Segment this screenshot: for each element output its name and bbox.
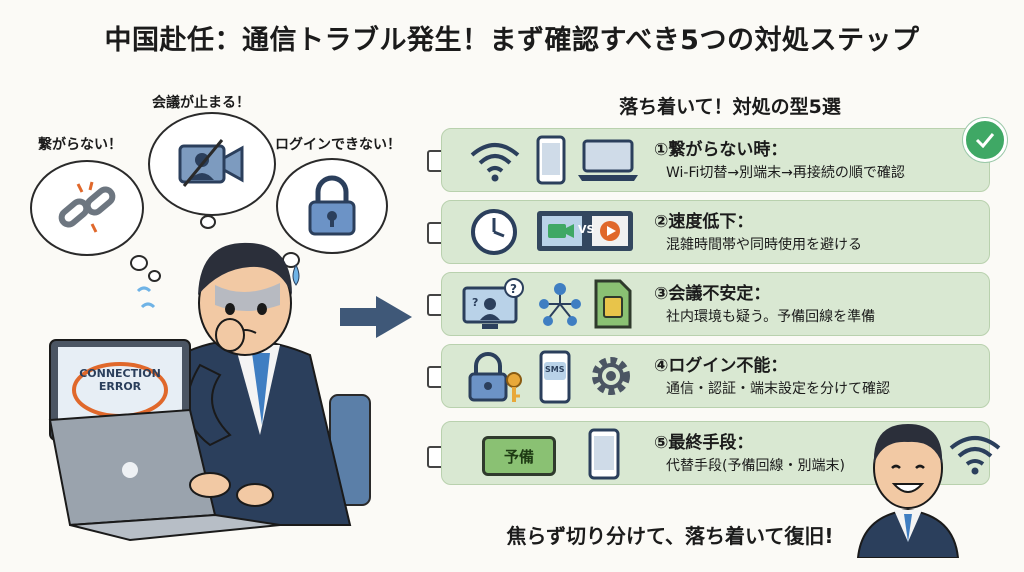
step-row-4: SMS ④ログイン不能： 通信・認証・端末設定を分けて確認 <box>441 344 990 408</box>
page-title: 中国赴任：通信トラブル発生！まず確認すべき5つの対処ステップ <box>104 25 920 56</box>
stressed-worker-illustration <box>48 242 371 542</box>
thought-bubble-meeting <box>148 112 276 216</box>
step-row-1: ①繋がらない時： Wi-Fi切替→別端末→再接続の順で確認 <box>441 128 990 192</box>
step-row-3: ? ? ③会議不安定： 社内環境も疑う。予備回線を準備 <box>441 272 990 336</box>
bubble-tail <box>148 270 161 282</box>
phone-icon <box>588 428 620 480</box>
video-vs-icon: VS <box>536 210 634 252</box>
thought-bubble-login <box>276 158 388 254</box>
page-subtitle: 落ち着いて！対処の型5選 <box>619 96 841 118</box>
bubble-tail <box>200 215 216 229</box>
step-1-title: ①繋がらない時： <box>654 140 788 160</box>
svg-text:?: ? <box>472 296 478 309</box>
step-5-desc: 代替手段(予備回線・別端末) <box>666 458 845 474</box>
bubble-tail <box>130 255 148 271</box>
clock-icon <box>471 209 517 255</box>
sms-label: SMS <box>545 365 565 374</box>
step-row-2: VS ②速度低下： 混雑時間帯や同時使用を避ける <box>441 200 990 264</box>
bubble-label-connect: 繋がらない！ <box>38 137 122 153</box>
smartphone-icon <box>536 135 566 185</box>
lock-key-icon <box>468 352 522 402</box>
vs-label: VS <box>578 223 595 236</box>
network-icon <box>539 283 581 326</box>
backup-label-icon: 予備 <box>482 436 556 476</box>
broken-link-icon <box>58 181 116 233</box>
step-1-desc: Wi-Fi切替→別端末→再接続の順で確認 <box>666 165 905 181</box>
footer-message: 焦らず切り分けて、落ち着いて復旧! <box>506 524 834 548</box>
wifi-icon <box>470 143 520 182</box>
bubble-label-meeting: 会議が止まる！ <box>152 95 250 111</box>
error-line-1: CONNECTION <box>79 367 161 380</box>
arrow-right-icon <box>340 296 412 338</box>
thought-bubble-connect <box>30 160 144 256</box>
laptop-icon <box>578 139 638 181</box>
step-3-desc: 社内環境も疑う。予備回線を準備 <box>666 309 876 325</box>
step-2-desc: 混雑時間帯や同時使用を避ける <box>666 237 862 253</box>
phone-sms-icon: SMS <box>538 350 572 404</box>
sim-card-icon <box>594 279 632 329</box>
smiling-worker-illustration <box>856 424 960 558</box>
check-circle-icon <box>963 118 1007 162</box>
error-screen-text: CONNECTION ERROR <box>72 367 168 393</box>
wifi-icon-large <box>949 436 1001 475</box>
step-2-title: ②速度低下： <box>654 212 754 232</box>
error-line-2: ERROR <box>98 380 142 393</box>
step-3-title: ③会議不安定： <box>654 284 771 304</box>
step-5-title: ⑤最終手段： <box>654 433 754 453</box>
video-off-icon <box>178 139 244 187</box>
step-4-desc: 通信・認証・端末設定を分けて確認 <box>666 381 890 397</box>
svg-text:?: ? <box>510 282 517 296</box>
gear-icon <box>592 357 630 395</box>
bubble-label-login: ログインできない！ <box>275 137 401 153</box>
monitor-question-icon: ? ? <box>462 278 524 329</box>
step-4-title: ④ログイン不能： <box>654 356 788 376</box>
lock-icon <box>308 175 356 236</box>
